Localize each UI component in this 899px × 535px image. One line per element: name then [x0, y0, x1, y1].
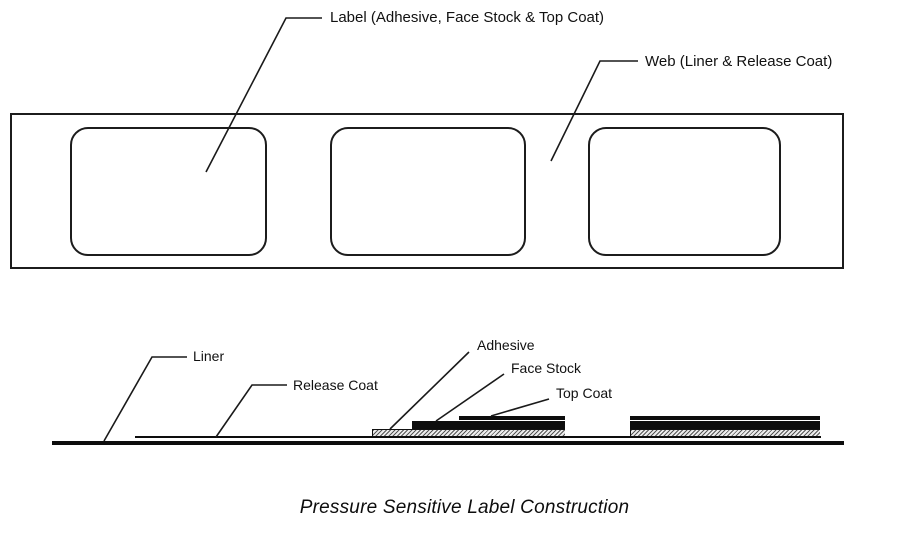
- top-coat-layer-1: [459, 416, 565, 420]
- web-callout-line: [550, 60, 638, 162]
- die-cut-label-3: [588, 127, 781, 256]
- top-coat-label: Top Coat: [556, 385, 613, 401]
- die-cut-label-2: [330, 127, 526, 256]
- face-stock-layer-2: [630, 421, 820, 429]
- face-stock-callout-line: [435, 373, 505, 422]
- release-coat-layer: [135, 436, 821, 438]
- web-callout-text: Web (Liner & Release Coat): [645, 53, 833, 70]
- die-cut-label-1: [70, 127, 267, 256]
- liner-callout-line: [103, 356, 187, 442]
- label-callout-text: Label (Adhesive, Face Stock & Top Coat): [330, 9, 605, 26]
- face-stock-label: Face Stock: [511, 360, 582, 376]
- label-callout-line: [205, 17, 322, 173]
- adhesive-label: Adhesive: [477, 337, 535, 353]
- face-stock-layer-1: [412, 421, 565, 429]
- adhesive-layer-1: [372, 429, 565, 436]
- adhesive-callout-line: [389, 351, 470, 430]
- release-coat-callout-line: [215, 384, 287, 438]
- adhesive-layer-2: [630, 429, 820, 436]
- top-coat-callout-line: [490, 398, 550, 417]
- diagram-caption: Pressure Sensitive Label Construction: [299, 497, 630, 518]
- liner-layer: [52, 441, 844, 445]
- top-coat-layer-2: [630, 416, 820, 420]
- liner-label: Liner: [193, 348, 225, 364]
- release-coat-label: Release Coat: [293, 377, 378, 393]
